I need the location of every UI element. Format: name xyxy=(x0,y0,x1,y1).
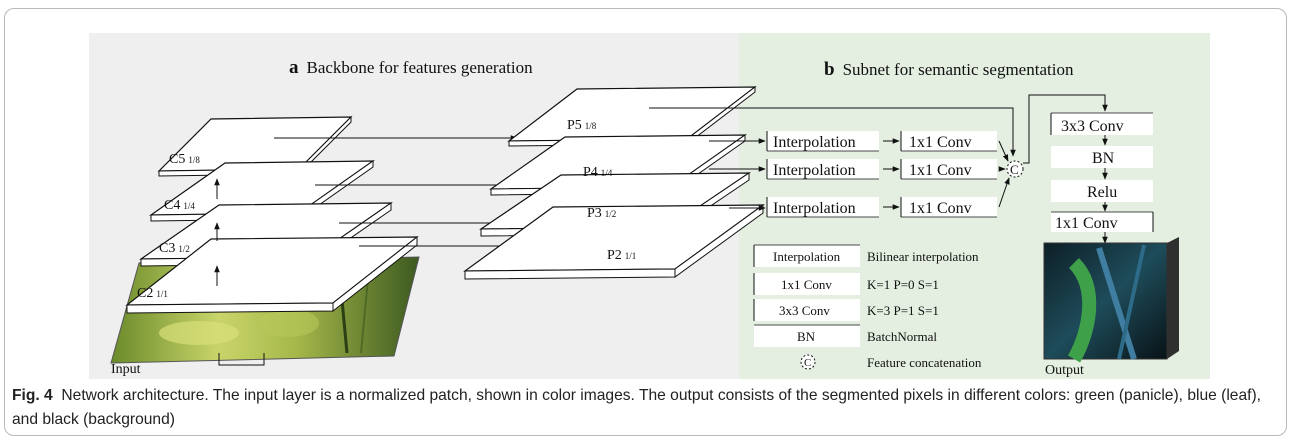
concat-symbol: C xyxy=(1010,162,1019,177)
svg-text:3x3 Conv: 3x3 Conv xyxy=(779,303,830,318)
legend-item-1x1-conv: 1x1 Conv K=1 P=0 S=1 xyxy=(753,273,939,295)
subnet-row-1-interp: Interpolation xyxy=(773,134,856,151)
svg-text:BatchNormal: BatchNormal xyxy=(867,329,937,344)
subnet-row-2: Interpolation 1x1 Conv xyxy=(766,159,997,180)
figure-caption-label: Fig. 4 xyxy=(12,387,53,404)
legend-item-concat: C Feature concatenation xyxy=(800,354,982,370)
legend-item-bn: BN BatchNormal xyxy=(754,324,937,347)
subnet-row-3-conv: 1x1 Conv xyxy=(909,200,972,217)
subnet-row-1: Interpolation 1x1 Conv xyxy=(766,131,997,152)
legend-item-3x3-conv: 3x3 Conv K=3 P=1 S=1 xyxy=(753,299,939,321)
svg-text:C: C xyxy=(804,357,811,369)
figure-caption: Fig. 4 Network architecture. The input l… xyxy=(12,384,1282,432)
svg-text:1x1 Conv: 1x1 Conv xyxy=(1055,215,1118,232)
head-block-bn: BN xyxy=(1051,146,1153,168)
arrow-conv1-to-concat xyxy=(998,140,1009,162)
arrow-conv3-to-concat xyxy=(998,177,1010,208)
svg-text:K=1 P=0 S=1: K=1 P=0 S=1 xyxy=(867,277,939,292)
legend-item-interpolation: Interpolation Bilinear interpolation xyxy=(753,244,979,267)
head-block-relu: Relu xyxy=(1051,180,1153,202)
subnet-row-3: Interpolation 1x1 Conv xyxy=(766,197,997,218)
input-label: Input xyxy=(111,362,141,377)
svg-text:Interpolation: Interpolation xyxy=(773,249,841,264)
subnet-row-3-interp: Interpolation xyxy=(773,200,856,217)
path-p5-to-concat xyxy=(649,107,1016,157)
output-image xyxy=(1043,237,1179,363)
svg-text:Bilinear interpolation: Bilinear interpolation xyxy=(867,249,979,264)
output-label: Output xyxy=(1045,363,1084,378)
svg-text:BN: BN xyxy=(1092,150,1115,167)
concat-node: C xyxy=(1006,160,1024,178)
svg-text:Relu: Relu xyxy=(1087,184,1117,201)
input-connector xyxy=(218,353,265,366)
svg-text:3x3 Conv: 3x3 Conv xyxy=(1061,118,1124,135)
pyramid-layer-p5 xyxy=(507,85,757,147)
pyramid-layer-p2 xyxy=(463,204,765,280)
svg-text:Feature concatenation: Feature concatenation xyxy=(867,355,982,370)
svg-text:1x1 Conv: 1x1 Conv xyxy=(781,277,832,292)
subnet-row-2-conv: 1x1 Conv xyxy=(909,162,972,179)
legend: Interpolation Bilinear interpolation 1x1… xyxy=(753,244,982,370)
figure-caption-text: Network architecture. The input layer is… xyxy=(12,387,1262,428)
subnet-row-2-interp: Interpolation xyxy=(773,162,856,179)
backbone-layer-c5 xyxy=(157,115,353,177)
svg-text:BN: BN xyxy=(797,329,816,344)
backbone-layer-c2 xyxy=(125,235,419,314)
head-block-3x3-conv: 3x3 Conv xyxy=(1050,112,1153,135)
svg-text:K=3 P=1 S=1: K=3 P=1 S=1 xyxy=(867,303,939,318)
path-concat-to-head xyxy=(1023,94,1108,164)
subnet-row-1-conv: 1x1 Conv xyxy=(909,134,972,151)
head-block-1x1-conv: 1x1 Conv xyxy=(1051,211,1154,232)
